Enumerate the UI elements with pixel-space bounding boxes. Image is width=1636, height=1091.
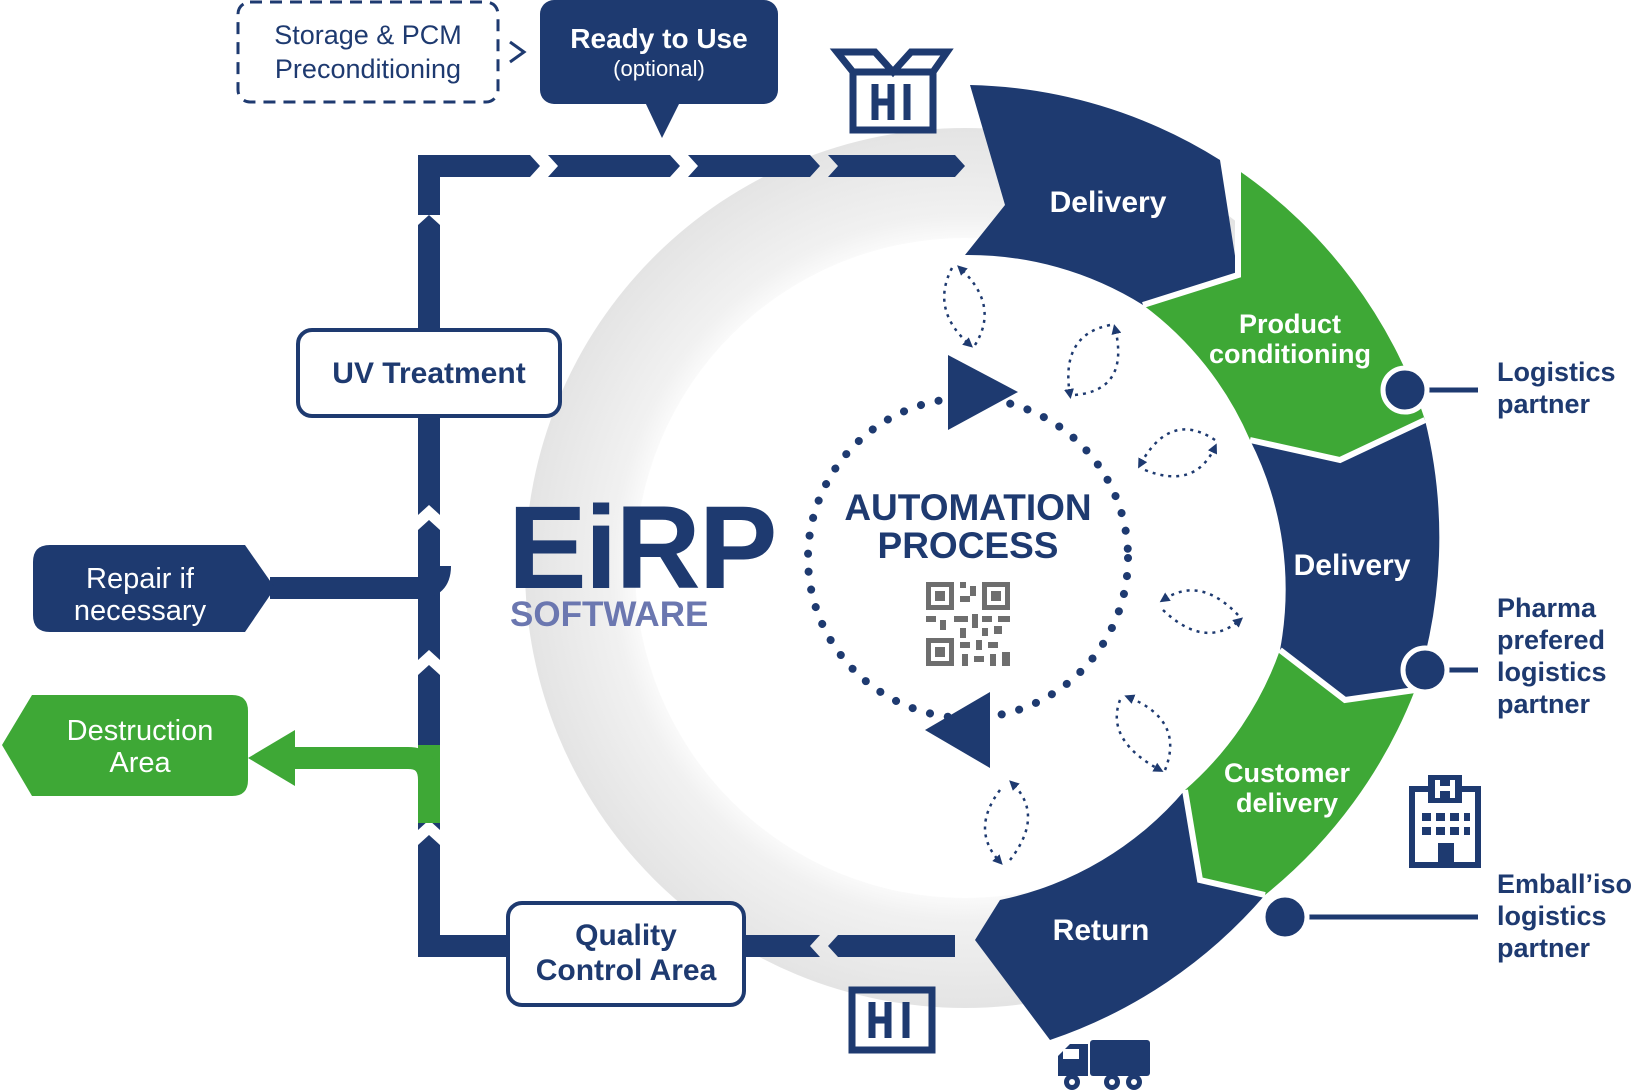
ring-segment-delivery-mid — [1250, 420, 1440, 700]
ring-segment-delivery-top — [965, 85, 1238, 305]
pharma-partner-line1: Pharma — [1497, 593, 1597, 623]
repair-line1: Repair if — [86, 563, 195, 595]
ring-segment-product-conditioning — [1143, 170, 1425, 460]
top-flow-bar-2 — [548, 155, 680, 177]
emballiso-partner-line2: logistics — [1497, 901, 1607, 931]
pharma-partner-line4: partner — [1497, 689, 1591, 719]
product-conditioning-line1: Product — [1239, 309, 1341, 339]
repair-connector — [270, 565, 451, 599]
quality-control-box — [506, 901, 746, 1007]
logistics-partner-line1: Logistics — [1497, 357, 1616, 387]
bottom-flow-bar-3 — [828, 935, 955, 957]
storage-line2: Preconditioning — [275, 54, 461, 84]
storage-to-ready-chevron — [509, 40, 527, 64]
uv-treatment-box — [296, 328, 562, 418]
bottom-flow-bar-2 — [745, 935, 820, 957]
destruction-connector — [290, 747, 440, 823]
return-label: Return — [1053, 914, 1150, 947]
storage-box — [236, 0, 500, 104]
emballiso-partner-line1: Emball’iso — [1497, 869, 1632, 899]
product-conditioning-line2: conditioning — [1209, 339, 1371, 369]
automation-title-line2: PROCESS — [878, 525, 1059, 566]
eirp-logo: EiRP SOFTWARE — [508, 482, 777, 634]
quality-line2: Control Area — [536, 954, 717, 987]
destruction-line2: Area — [109, 747, 171, 779]
automation-title-line1: AUTOMATION — [844, 487, 1091, 528]
cycle-arrow-bottom — [925, 692, 990, 768]
destruction-line1: Destruction — [67, 715, 214, 747]
top-flow-bar-4 — [828, 155, 965, 177]
exchange-arrows — [943, 265, 1244, 865]
pharma-partner-node — [1400, 645, 1450, 695]
emballiso-partner-node — [1260, 892, 1310, 942]
bottom-flow-bar-1 — [418, 935, 528, 957]
logistics-partner-node — [1380, 365, 1430, 415]
cycle-arrow-top — [948, 355, 1018, 430]
repair-line2: necessary — [74, 595, 207, 627]
ready-box — [540, 0, 778, 104]
qr-code-icon — [926, 582, 1010, 666]
customer-delivery-line1: Customer — [1224, 758, 1351, 788]
ready-box-pointer — [645, 102, 680, 138]
ready-subtitle: (optional) — [613, 56, 705, 81]
top-flow-bar-1 — [418, 155, 540, 177]
truck-icon — [1058, 1040, 1150, 1090]
hospital-icon — [1409, 775, 1481, 868]
logo-main: EiRP — [508, 482, 775, 614]
customer-delivery-line2: delivery — [1236, 788, 1338, 818]
uv-treatment-label: UV Treatment — [332, 357, 525, 390]
repair-box — [33, 545, 275, 632]
delivery-mid-label: Delivery — [1294, 549, 1411, 582]
logo-sub: SOFTWARE — [510, 595, 708, 634]
ready-title: Ready to Use — [570, 23, 747, 54]
pharma-partner-line2: prefered — [1497, 625, 1605, 655]
inner-white-disc — [635, 238, 1295, 898]
destruction-arrowhead — [248, 730, 295, 786]
top-flow-bar-3 — [688, 155, 820, 177]
destruction-box — [2, 695, 248, 796]
logistics-partner-line2: partner — [1497, 389, 1591, 419]
quality-line1: Quality — [575, 919, 677, 952]
left-flow-bar-5 — [418, 835, 440, 955]
partner-connectors — [1260, 365, 1478, 942]
storage-line1: Storage & PCM — [274, 20, 462, 50]
pharma-partner-line3: logistics — [1497, 657, 1607, 687]
ring-separators — [1142, 170, 1427, 898]
left-flow-bar-1 — [418, 155, 440, 215]
box-icon — [829, 48, 954, 134]
ring-segment-customer-delivery — [1185, 650, 1415, 895]
emballiso-partner-line3: partner — [1497, 933, 1591, 963]
delivery-top-label: Delivery — [1050, 186, 1167, 219]
box-icon — [848, 986, 936, 1054]
